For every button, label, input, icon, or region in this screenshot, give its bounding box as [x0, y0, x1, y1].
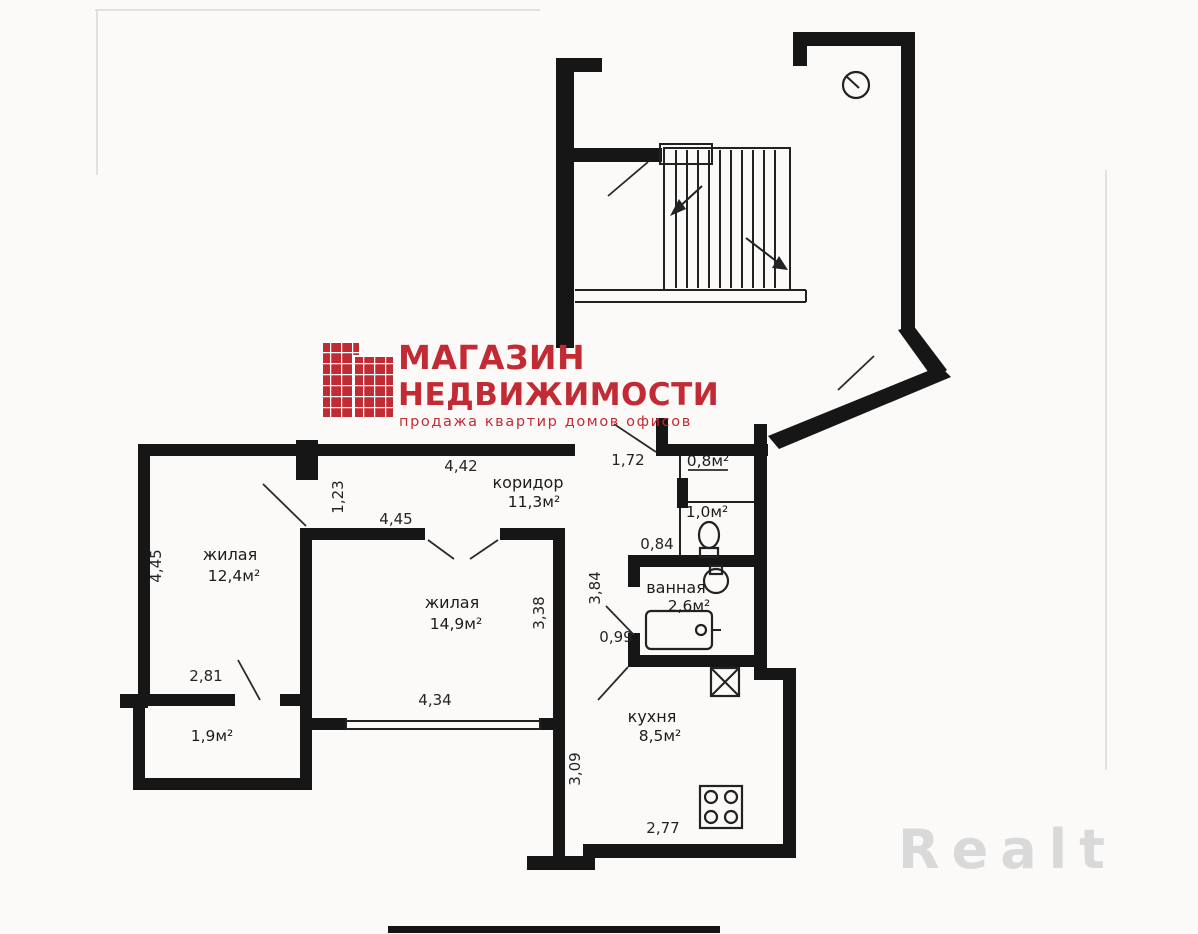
logo-line1: МАГАЗИН — [398, 338, 585, 377]
staircase — [575, 70, 871, 303]
dim-living1-height: 4,45 — [147, 549, 165, 582]
dim-hall-width: 0,99 — [599, 628, 632, 646]
dim-living2-width: 4,34 — [418, 691, 451, 709]
storage-area-label: 1,9м² — [191, 727, 234, 745]
dim-wall-offset: 1,23 — [329, 480, 347, 513]
wc-area-label: 0,8м² — [687, 452, 730, 470]
garbage-chute-icon — [841, 70, 871, 100]
stove-icon — [698, 784, 744, 830]
scan-artifacts — [95, 9, 1107, 933]
dimension-labels: 4,45 2,81 1,23 4,45 4,42 1,72 0,84 3,84 … — [147, 451, 680, 837]
toilet-icon — [697, 520, 721, 559]
dim-kitchen-height: 3,09 — [566, 752, 584, 785]
kitchen-name-label: кухня — [628, 707, 677, 726]
living2-name-label: жилая — [425, 593, 479, 612]
living1-name-label: жилая — [203, 545, 257, 564]
logo-tagline: продажа квартир домов офисов — [399, 414, 692, 430]
corridor-area-label: 11,3м² — [508, 493, 560, 511]
living2-window — [345, 718, 541, 730]
logo-line2: НЕДВИЖИМОСТИ — [398, 377, 719, 413]
landing-box — [659, 143, 713, 165]
bathtub-icon — [644, 609, 721, 651]
dim-living2-height: 3,38 — [530, 596, 548, 629]
vent-shaft-icon — [709, 666, 741, 698]
dim-bath-top: 0,84 — [640, 535, 673, 553]
niche-area-label: 1,0м² — [686, 503, 729, 521]
fixtures — [644, 478, 744, 830]
dim-entrance-width: 1,72 — [611, 451, 644, 469]
room-labels: жилая 12,4м² жилая 14,9м² коридор 11,3м²… — [191, 452, 730, 745]
dim-living2-top: 4,45 — [379, 510, 412, 528]
logo-building-icon — [321, 341, 395, 419]
bathroom-area-label: 2,6м² — [668, 597, 711, 615]
scan-bottom-bar — [388, 926, 720, 933]
dim-corridor-width: 4,42 — [444, 457, 477, 475]
living1-area-label: 12,4м² — [208, 567, 260, 585]
dim-storage-width: 2,81 — [189, 667, 222, 685]
corridor-name-label: коридор — [492, 473, 563, 492]
sink-icon — [702, 564, 730, 595]
water-heater-icon — [677, 478, 688, 508]
door-leaves — [237, 161, 875, 701]
stair-landing-lines — [575, 289, 807, 303]
partitions-windows — [345, 456, 754, 730]
stair-direction-arrows — [670, 185, 788, 270]
agency-logo: МАГАЗИН НЕДВИЖИМОСТИ продажа квартир дом… — [321, 338, 719, 430]
dim-hall-height: 3,84 — [586, 571, 604, 604]
bathroom-name-label: ванная — [646, 578, 706, 597]
stair-treads — [675, 150, 776, 288]
kitchen-area-label: 8,5м² — [639, 727, 682, 745]
realt-watermark: Realt — [898, 818, 1117, 881]
walls-layer — [120, 32, 951, 870]
dim-kitchen-width: 2,77 — [646, 819, 679, 837]
living2-area-label: 14,9м² — [430, 615, 482, 633]
